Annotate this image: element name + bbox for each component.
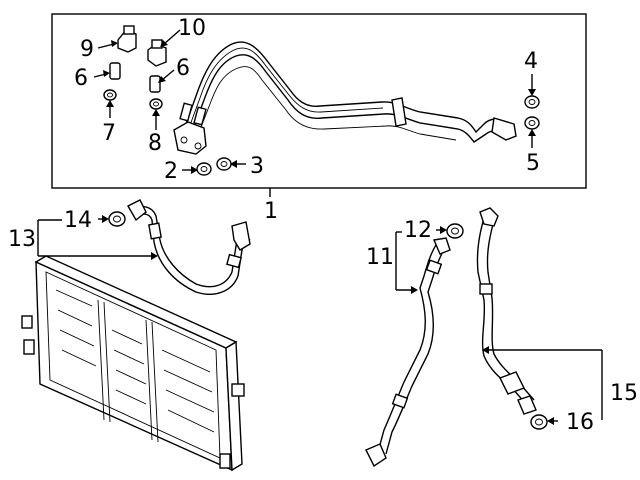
callout-16: 16 <box>566 410 594 435</box>
assembly-1-frame <box>51 13 587 189</box>
part-10-fitting <box>147 39 167 67</box>
part-6b-plug <box>149 75 161 93</box>
callout-14: 14 <box>64 208 92 233</box>
callout-12: 12 <box>404 218 432 243</box>
cooler-hose-13 <box>127 199 251 295</box>
callout-15: 15 <box>610 381 638 406</box>
part-3-oring <box>216 157 232 171</box>
part-7-oring <box>103 89 117 101</box>
callout-9: 9 <box>80 37 94 62</box>
part-6a-plug <box>109 62 121 80</box>
part-8-oring <box>149 98 163 110</box>
lower-leaders <box>37 215 603 425</box>
callout-7: 7 <box>102 121 116 146</box>
callout-11: 11 <box>366 245 394 270</box>
radiator <box>21 255 245 472</box>
part-4-oring <box>524 95 540 109</box>
callout-1: 1 <box>264 199 278 224</box>
cooler-hose-15 <box>476 207 537 415</box>
callout-6a: 6 <box>74 66 88 91</box>
callout-2: 2 <box>164 159 178 184</box>
callout-6b: 6 <box>176 56 190 81</box>
callout-10: 10 <box>178 16 206 41</box>
part-9-fitting <box>117 25 137 53</box>
callout-5: 5 <box>526 151 540 176</box>
part-5-oring <box>524 116 540 130</box>
part-2-oring <box>196 162 212 176</box>
part-16-oring <box>530 414 548 430</box>
callout-4: 4 <box>524 49 538 74</box>
callout-3: 3 <box>250 154 264 179</box>
part-14-oring <box>108 211 126 227</box>
callout-13: 13 <box>8 227 36 252</box>
cooler-line-assembly <box>173 41 517 155</box>
part-12-oring <box>446 223 464 239</box>
callout-8: 8 <box>148 131 162 156</box>
cooler-hose-11 <box>365 237 451 468</box>
upper-leaders <box>93 29 536 174</box>
